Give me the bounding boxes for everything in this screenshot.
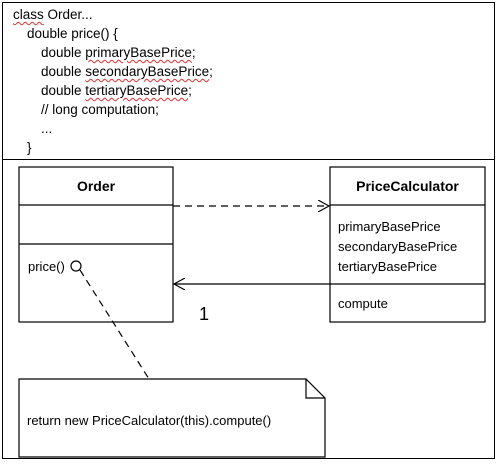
code-line: double primaryBasePrice; [41,45,196,61]
price-calculator-class-name: PriceCalculator [356,178,459,194]
note-anchor-circle [70,260,82,272]
attr-secondary-base-price: secondaryBasePrice [338,239,457,254]
order-class-name: Order [77,178,116,194]
code-line: } [27,140,32,156]
note: return new PriceCalculator(this).compute… [18,378,326,458]
code-token: } [27,140,32,155]
code-token: ; [188,83,192,98]
code-panel: class Order... double price() { double pri… [3,3,494,160]
code-token: Order... [43,7,93,22]
attr-primary-base-price: primaryBasePrice [338,219,441,234]
code-token: // long computation; [41,102,159,117]
code-token: double [41,45,86,60]
code-line: double price() { [27,26,118,42]
code-token: ; [191,45,196,60]
code-line: double tertiaryBasePrice; [41,83,192,99]
code-identifier: class [13,7,44,22]
figure-frame: class Order... double price() { double pri… [2,2,495,459]
code-identifier: tertiaryBasePrice [85,83,189,98]
attr-tertiary-base-price: tertiaryBasePrice [338,259,437,274]
code-token: double [41,83,86,98]
association-multiplicity: 1 [199,304,209,324]
code-token: ... [41,121,53,136]
uml-class-diagram: Order price() PriceCalculator primaryBas… [18,166,486,458]
code-token: double price() { [27,26,118,41]
code-line: class Order... [13,7,93,23]
note-text: return new PriceCalculator(this).compute… [27,413,271,428]
code-token: ; [209,64,213,79]
code-token: double [41,64,86,79]
code-line: // long computation; [41,102,159,118]
method-compute: compute [338,296,388,311]
code-line: ... [41,121,52,137]
price-calculator-class: PriceCalculator primaryBasePrice seconda… [329,166,486,323]
code-line: double secondaryBasePrice; [41,64,213,80]
note-connector [79,269,150,380]
code-identifier: primaryBasePrice [85,45,192,60]
order-method-price: price() [28,259,65,274]
order-class: Order price() [18,166,174,323]
code-identifier: secondaryBasePrice [85,64,210,79]
